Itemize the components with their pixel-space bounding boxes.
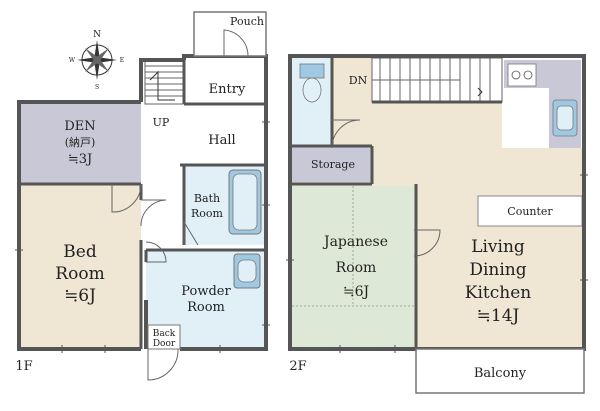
den-size: ≒3J (68, 152, 92, 167)
bedroom-label-2: Room (55, 264, 104, 284)
ldk-size: ≒14J (477, 306, 520, 326)
pouch-label: Pouch (230, 15, 264, 28)
compass-east: E (120, 57, 124, 64)
floor-1f-label: 1F (15, 359, 32, 374)
doors-1f (111, 29, 249, 381)
compass-north: N (93, 30, 101, 40)
windows-1f (15, 121, 270, 353)
compass-west: W (69, 57, 76, 64)
doors-2f (331, 119, 441, 257)
den-room (19, 102, 141, 184)
compass-south: S (95, 84, 99, 91)
counter-label: Counter (507, 205, 553, 218)
sink-fixture (552, 99, 578, 137)
japanese-label-2: Room (336, 260, 377, 276)
powder-label-2: Room (187, 300, 225, 315)
storage-label: Storage (311, 158, 355, 171)
bedroom-size: ≒6J (64, 286, 96, 306)
hall-label: Hall (208, 133, 235, 148)
pouch-area (193, 11, 267, 57)
floor-1f: DEN (納戸) ≒3J Bed Room ≒6J Entry Hall Bat… (15, 11, 270, 381)
entry-label: Entry (209, 82, 246, 97)
japanese-size: ≒6J (343, 284, 369, 300)
powder-label-1: Powder (181, 284, 231, 299)
counter-box (477, 195, 583, 227)
floor-2f-label: 2F (289, 359, 306, 374)
den-label: DEN (64, 119, 95, 134)
bath-label-2: Room (191, 207, 224, 220)
stair-2f (371, 57, 503, 103)
stair-dn-label: DN (349, 74, 368, 87)
compass: N S E W (69, 30, 124, 91)
ldk-label-2: Dining (469, 260, 526, 280)
balcony-area (415, 348, 585, 394)
ldk-label-3: Kitchen (465, 283, 531, 303)
ldk-label-1: Living (471, 237, 525, 257)
storage-room (292, 146, 372, 182)
stair-1f (144, 59, 184, 105)
back-door-label-2: Door (153, 339, 176, 349)
bath-fixtures (228, 169, 262, 289)
den-note: (納戸) (65, 136, 96, 149)
stair-up-label: UP (153, 116, 170, 129)
bedroom-label-1: Bed (63, 242, 97, 262)
japanese-label-1: Japanese (322, 234, 388, 250)
back-door-box (147, 324, 181, 350)
floor-2f: DN Storage Japanese Room ≒6J Counter Liv… (286, 54, 588, 394)
stove-fixture (507, 63, 537, 87)
windows-2f (286, 174, 588, 353)
balcony-label: Balcony (474, 366, 527, 381)
tatami-lines (292, 186, 414, 307)
back-door-label-1: Back (153, 329, 176, 339)
toilet-fixture (299, 63, 325, 103)
bath-label-1: Bath (194, 192, 220, 205)
